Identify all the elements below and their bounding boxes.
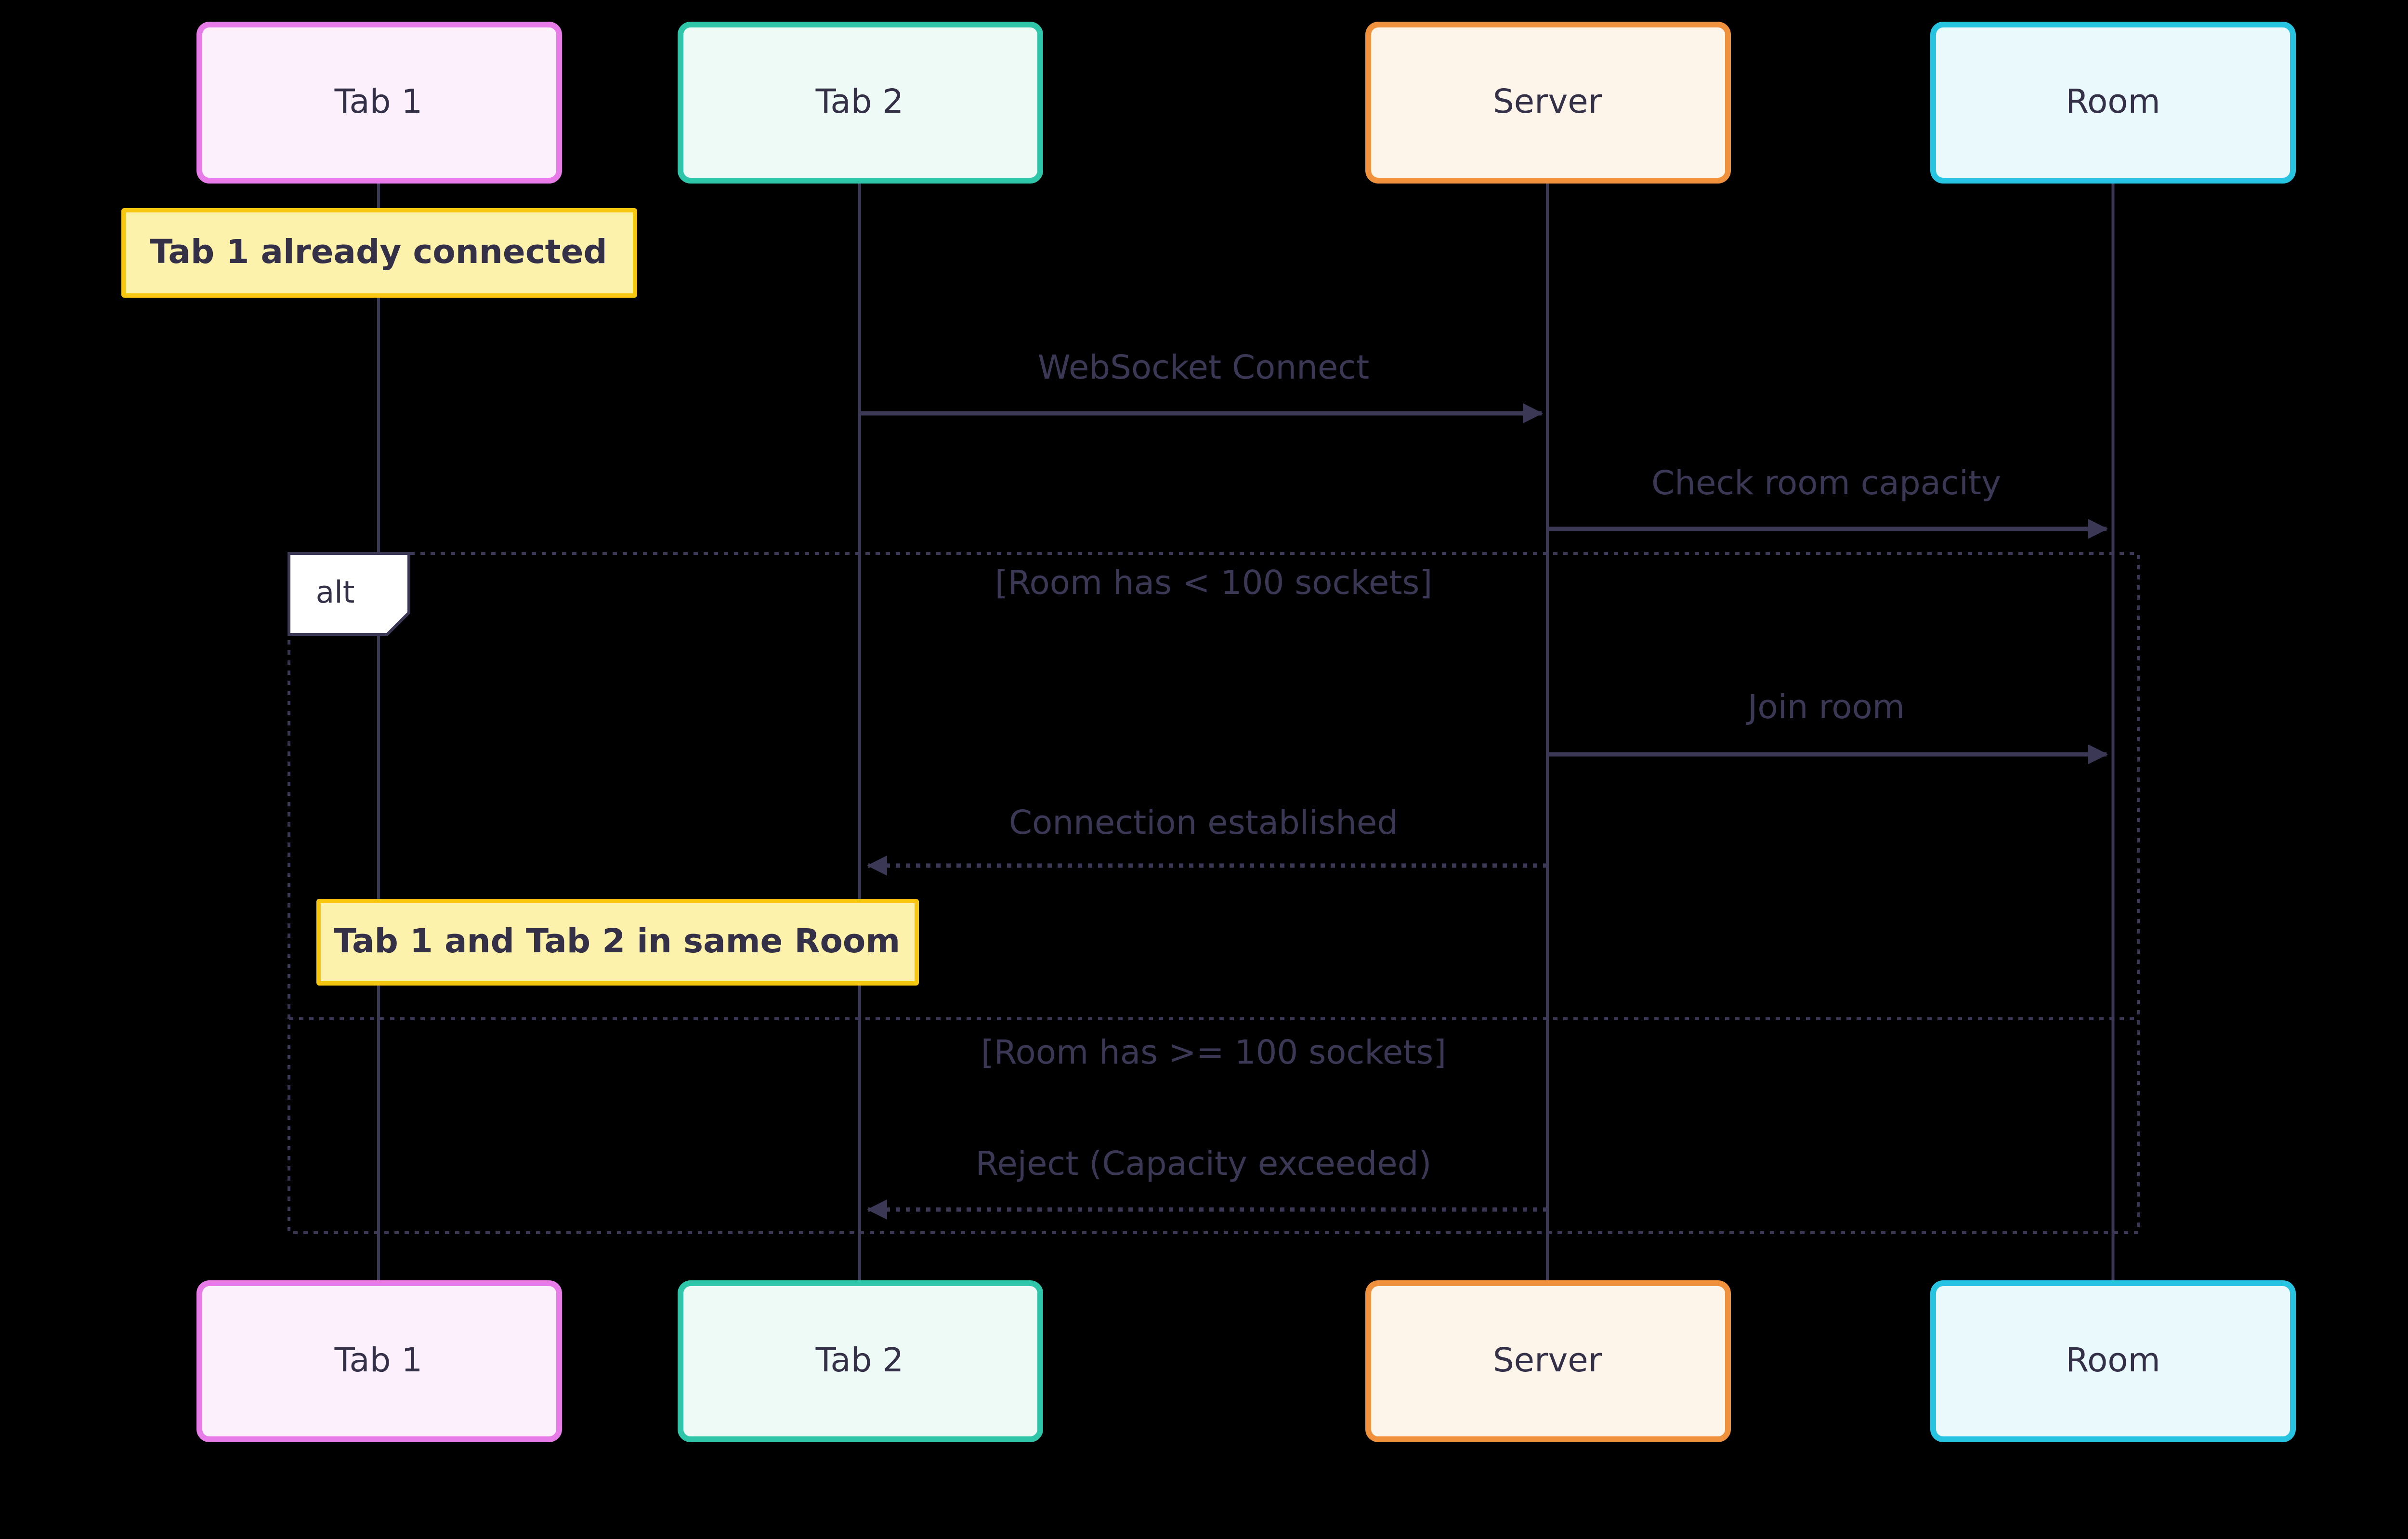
actor-label: Tab 1 bbox=[334, 1342, 423, 1380]
actor-label: Room bbox=[2066, 1342, 2160, 1380]
note-tabs-same-room: Tab 1 and Tab 2 in same Room bbox=[315, 899, 918, 986]
actor-label: Server bbox=[1492, 1342, 1602, 1380]
actor-label: Tab 2 bbox=[815, 1342, 904, 1380]
actor-bottom-tab1: Tab 1 bbox=[196, 1280, 562, 1442]
alt-condition-2: [Room has >= 100 sockets] bbox=[981, 1035, 1447, 1072]
note-text: Tab 1 and Tab 2 in same Room bbox=[333, 923, 901, 961]
actor-label: Tab 2 bbox=[815, 84, 904, 121]
alt-frame-border bbox=[288, 552, 2140, 1234]
actor-top-tab2: Tab 2 bbox=[677, 22, 1043, 184]
actor-bottom-room: Room bbox=[1930, 1280, 2296, 1442]
message-websocket-connect: WebSocket Connect bbox=[1037, 350, 1370, 387]
actor-label: Tab 1 bbox=[334, 84, 423, 121]
message-connection-established: Connection established bbox=[1008, 805, 1399, 842]
actor-top-room: Room bbox=[1930, 22, 2296, 184]
alt-frame-label: alt bbox=[315, 575, 355, 610]
actor-bottom-tab2: Tab 2 bbox=[677, 1280, 1043, 1442]
note-text: Tab 1 already connected bbox=[150, 234, 607, 272]
message-check-room-capacity: Check room capacity bbox=[1651, 465, 2001, 503]
actor-top-server: Server bbox=[1364, 22, 1730, 184]
alt-condition-1: [Room has < 100 sockets] bbox=[995, 565, 1433, 603]
actor-bottom-server: Server bbox=[1364, 1280, 1730, 1442]
message-reject-capacity: Reject (Capacity exceeded) bbox=[975, 1146, 1432, 1184]
actor-top-tab1: Tab 1 bbox=[196, 22, 562, 184]
actor-label: Server bbox=[1492, 84, 1602, 121]
actor-label: Room bbox=[2066, 84, 2160, 121]
message-join-room: Join room bbox=[1748, 689, 1905, 727]
note-tab1-already-connected: Tab 1 already connected bbox=[120, 208, 637, 298]
